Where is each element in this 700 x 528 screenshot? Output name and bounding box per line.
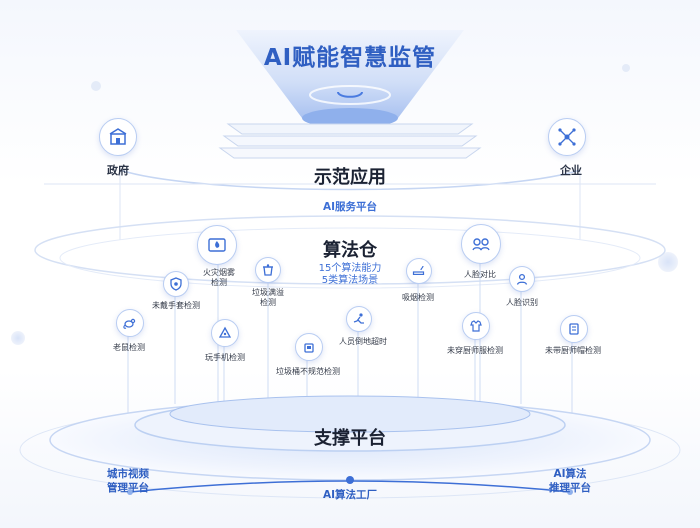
base-arc-dot (567, 489, 573, 495)
trash-can-icon (295, 333, 323, 361)
algo-label-trash-overflow: 垃圾满溢检测 (252, 288, 284, 307)
city-video-platform-label: 城市视频 管理平台 (107, 467, 149, 495)
phone-play-icon (211, 319, 239, 347)
algo-label-chef-clothes: 未穿厨师服检测 (447, 346, 503, 355)
algo-label-glove: 未戴手套检测 (152, 301, 200, 310)
algo-label-fall: 人员倒地超时 (339, 337, 387, 346)
algo-label-fire: 火灾烟雾检测 (203, 268, 235, 287)
person-fall-icon (346, 306, 372, 332)
algo-label-face-recog: 人脸识别 (506, 298, 538, 307)
base-arc-dot (346, 476, 354, 484)
decor-dot (658, 252, 678, 272)
inference-line2: 推理平台 (549, 482, 591, 494)
government-building-icon (99, 118, 137, 156)
glove-shield-icon (163, 271, 189, 297)
city-video-line2: 管理平台 (107, 482, 149, 494)
city-video-line1: 城市视频 (107, 468, 149, 480)
algo-label-phone: 玩手机检测 (205, 353, 245, 362)
warehouse-subtitle: 15个算法能力 5类算法场景 (319, 263, 382, 287)
face-compare-icon (461, 224, 501, 264)
warehouse-ring-outer (34, 215, 666, 285)
ai-algorithm-factory-label: AI算法工厂 (322, 489, 378, 501)
chef-clothes-icon (462, 312, 490, 340)
smoking-icon (406, 258, 432, 284)
ai-inference-platform-label: AI算法 推理平台 (549, 467, 591, 495)
ai-service-platform-label: AI服务平台 (322, 201, 378, 213)
base-arc-dot (127, 489, 133, 495)
top-connector-curve (119, 169, 581, 191)
funnel-cone (236, 30, 464, 128)
government-label: 政府 (107, 164, 129, 177)
warehouse-sub-line2: 5类算法场景 (321, 275, 379, 286)
decor-dot (91, 81, 101, 91)
face-recognition-icon (509, 266, 535, 292)
algo-label-trash-lid: 垃圾桶不规范检测 (276, 367, 340, 376)
decor-dot (11, 331, 25, 345)
chef-hat-icon (560, 315, 588, 343)
warehouse-sub-line1: 15个算法能力 (318, 263, 382, 274)
algo-label-chef-hat: 未带厨师帽检测 (545, 346, 601, 355)
fire-smoke-icon (197, 225, 237, 265)
trash-overflow-icon (255, 257, 281, 283)
application-title: 示范应用 (314, 167, 386, 188)
warehouse-ring-inner (59, 227, 641, 289)
enterprise-network-icon (548, 118, 586, 156)
page-title: AI赋能智慧监管 (263, 45, 437, 71)
stacked-plates (218, 123, 482, 159)
algo-label-smoke: 吸烟检测 (402, 293, 434, 302)
support-platform-title: 支撑平台 (314, 428, 386, 449)
inference-line1: AI算法 (553, 468, 587, 480)
algo-label-face-compare: 人脸对比 (464, 270, 496, 279)
algorithm-warehouse-title: 算法仓 (323, 240, 377, 261)
enterprise-label: 企业 (560, 164, 582, 177)
support-platform-disc (19, 395, 681, 499)
rat-icon (116, 309, 144, 337)
decor-dot (622, 64, 630, 72)
algo-label-rat: 老鼠检测 (113, 343, 145, 352)
